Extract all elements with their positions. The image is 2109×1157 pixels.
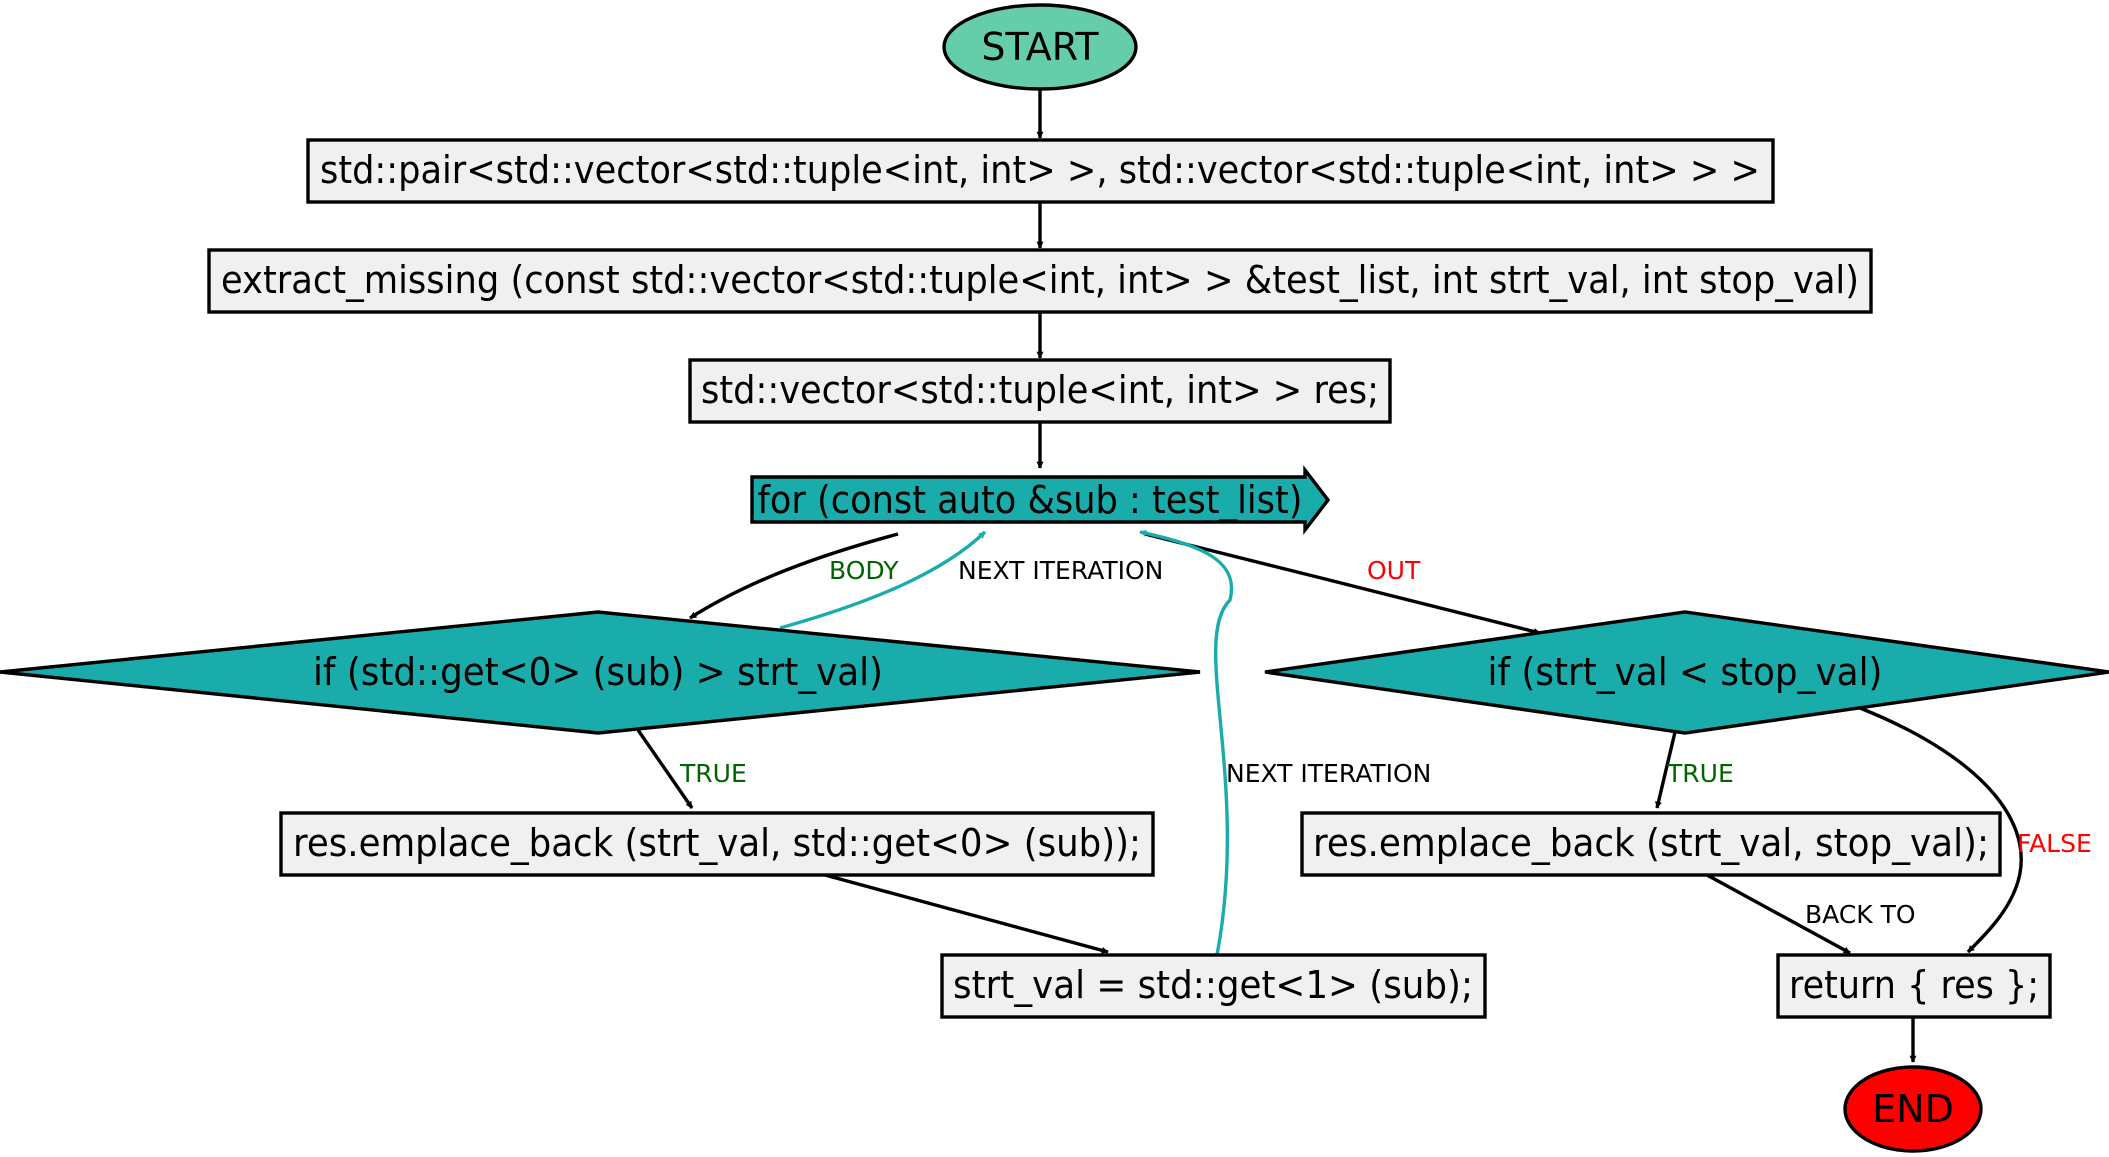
signature-func-box bbox=[207, 248, 1873, 314]
emplace-get0-label: res.emplace_back (strt_val, std::get<0> … bbox=[293, 821, 1141, 865]
if-strt-stop-label: if (strt_val < stop_val) bbox=[1488, 650, 1883, 694]
edge-labels: BODY NEXT ITERATION OUT TRUE NEXT ITERAT… bbox=[679, 556, 2092, 929]
edge-if-strt-stop-to-return-false bbox=[1859, 706, 2023, 954]
if-get0-node: if (std::get<0> (sub) > strt_val) bbox=[0, 610, 1201, 735]
if-get0-label: if (std::get<0> (sub) > strt_val) bbox=[313, 650, 883, 694]
return-label: return { res }; bbox=[1789, 963, 2039, 1007]
return-node: return { res }; bbox=[1776, 953, 2052, 1019]
declare-res-box bbox=[688, 358, 1392, 424]
edges bbox=[636, 90, 2023, 1063]
edge-assign-next-iteration bbox=[1139, 529, 1234, 956]
if-get0-diamond bbox=[0, 610, 1201, 735]
emplace-stop-node: res.emplace_back (strt_val, stop_val); bbox=[1300, 811, 2002, 877]
declare-res-label: std::vector<std::tuple<int, int> > res; bbox=[701, 368, 1379, 412]
return-box bbox=[1776, 953, 2052, 1019]
edge-if-strt-stop-to-emplace-true bbox=[1655, 731, 1677, 809]
edge-for-to-if-get0-body bbox=[689, 532, 899, 620]
if-strt-stop-diamond bbox=[1264, 610, 2109, 735]
edge-emplace-to-assign bbox=[824, 873, 1109, 954]
end-label: END bbox=[1872, 1087, 1954, 1131]
end-ellipse bbox=[1843, 1065, 1983, 1153]
signature-func-node: extract_missing (const std::vector<std::… bbox=[207, 248, 1873, 314]
declare-res-node: std::vector<std::tuple<int, int> > res; bbox=[688, 358, 1392, 424]
edge-label-false: FALSE bbox=[2017, 829, 2092, 858]
for-loop-shape bbox=[750, 464, 1331, 536]
edge-if-get0-next-iteration bbox=[779, 530, 987, 630]
edge-if-get0-to-emplace-true bbox=[636, 729, 694, 809]
emplace-get0-node: res.emplace_back (strt_val, std::get<0> … bbox=[279, 811, 1155, 877]
start-ellipse bbox=[942, 3, 1138, 91]
assign-strt-box bbox=[940, 953, 1487, 1019]
end-node: END bbox=[1843, 1065, 1983, 1153]
for-loop-node: for (const auto &sub : test_list) bbox=[750, 464, 1331, 536]
start-node: START bbox=[942, 3, 1138, 91]
start-label: START bbox=[981, 25, 1099, 69]
emplace-get0-box bbox=[279, 811, 1155, 877]
assign-strt-label: strt_val = std::get<1> (sub); bbox=[953, 963, 1473, 1007]
signature-return-label: std::pair<std::vector<std::tuple<int, in… bbox=[320, 148, 1760, 192]
edge-emplace-stop-to-return-back bbox=[1706, 873, 1851, 955]
signature-func-label: extract_missing (const std::vector<std::… bbox=[221, 258, 1859, 302]
edge-label-next-iteration-1: NEXT ITERATION bbox=[958, 556, 1163, 585]
signature-return-node: std::pair<std::vector<std::tuple<int, in… bbox=[306, 138, 1775, 204]
nodes: START std::pair<std::vector<std::tuple<i… bbox=[0, 3, 2109, 1153]
emplace-stop-box bbox=[1300, 811, 2002, 877]
if-strt-stop-node: if (strt_val < stop_val) bbox=[1264, 610, 2109, 735]
for-loop-label: for (const auto &sub : test_list) bbox=[758, 478, 1303, 522]
emplace-stop-label: res.emplace_back (strt_val, stop_val); bbox=[1313, 821, 1989, 865]
edge-for-to-if-strt-stop-out bbox=[1144, 532, 1541, 635]
signature-return-box bbox=[306, 138, 1775, 204]
edge-label-back-to: BACK TO bbox=[1805, 900, 1916, 929]
edge-label-out: OUT bbox=[1367, 556, 1421, 585]
edge-label-next-iteration-2: NEXT ITERATION bbox=[1226, 759, 1431, 788]
assign-strt-node: strt_val = std::get<1> (sub); bbox=[940, 953, 1487, 1019]
edge-label-true-2: TRUE bbox=[1666, 759, 1734, 788]
edge-label-body: BODY bbox=[829, 556, 899, 585]
edge-label-true-1: TRUE bbox=[679, 759, 747, 788]
